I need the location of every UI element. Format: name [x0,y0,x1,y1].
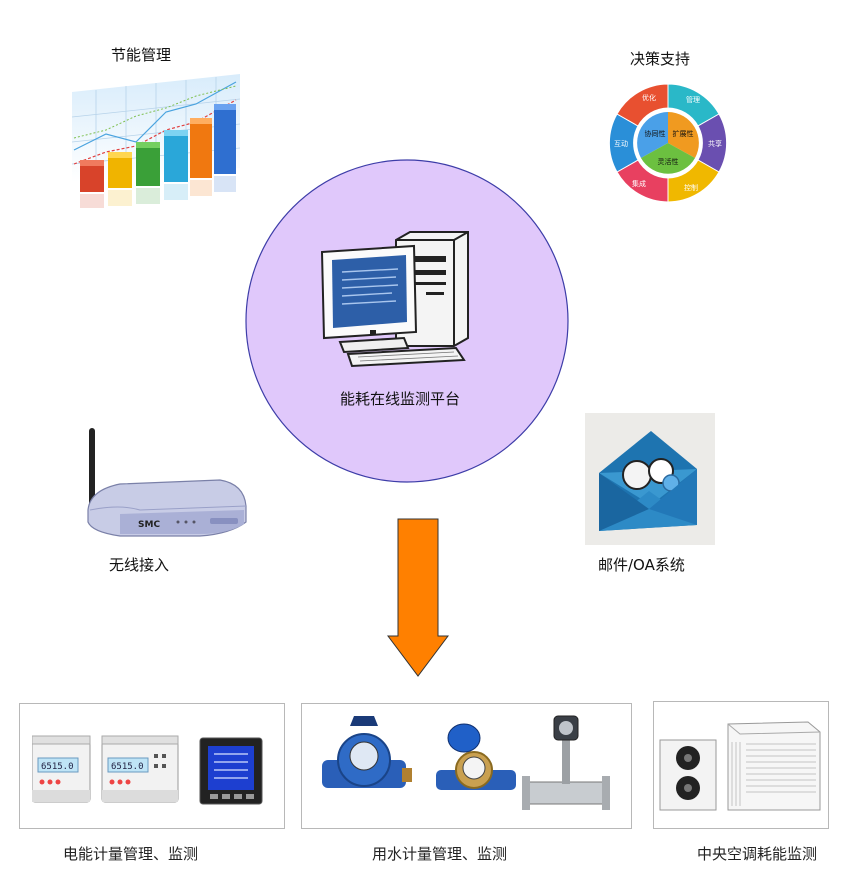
wheel-center-item: 协同性 [645,129,666,138]
energy-chart-icon [71,74,241,208]
wheel-center-item: 扩展性 [673,129,694,138]
electric-meter-panel: 6515.0 6515.0 [19,703,285,829]
electric-meter-icon: 6515.0 6515.0 [32,735,263,805]
decision-label: 决策支持 [630,50,691,68]
decision-wheel-icon: 协同性 扩展性 灵活性 优化 管理 共享 控制 集成 互动 [608,83,728,203]
hvac-label: 中央空调耗能监测 [697,845,818,863]
mail-label: 邮件/OA系统 [598,556,685,574]
router-brand: SMC [138,520,160,530]
meter-display: 6515.0 [111,762,144,772]
hvac-panel [653,701,829,829]
water-meter-icon [322,715,610,810]
wheel-ring-item: 管理 [686,95,700,104]
wheel-center-item: 灵活性 [658,157,679,166]
water-label: 用水计量管理、监测 [372,845,508,863]
wheel-ring-item: 互动 [614,139,628,148]
platform-label: 能耗在线监测平台 [340,390,461,408]
down-arrow-icon [387,518,449,677]
router-icon: SMC [87,428,247,537]
computer-icon [320,231,469,368]
wheel-ring-item: 集成 [632,179,646,188]
electric-label: 电能计量管理、监测 [63,845,199,863]
energy-mgmt-label: 节能管理 [111,46,172,64]
wheel-ring-item: 优化 [642,93,656,102]
meter-display: 6515.0 [41,762,74,772]
water-meter-panel [301,703,632,829]
mail-icon [585,413,715,545]
wheel-ring-item: 共享 [708,139,722,148]
wireless-label: 无线接入 [109,556,170,574]
wheel-ring-item: 控制 [684,183,698,192]
hvac-unit-icon [659,721,821,811]
